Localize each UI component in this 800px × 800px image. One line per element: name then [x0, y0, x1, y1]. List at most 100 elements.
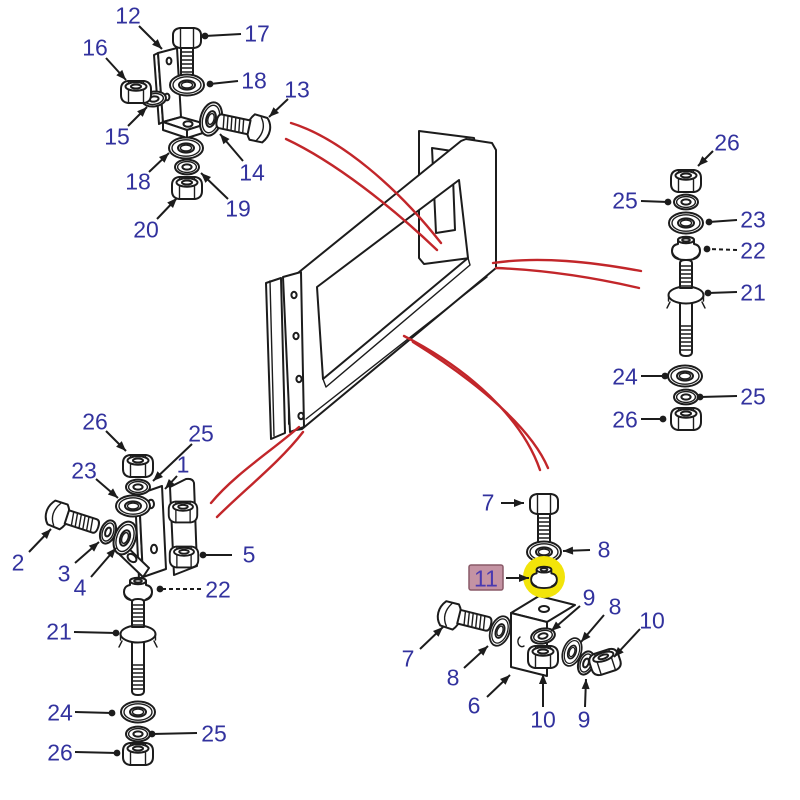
- part-label-6-39[interactable]: 6: [468, 674, 511, 718]
- washer-24-left: [120, 700, 156, 724]
- svg-text:10: 10: [530, 706, 556, 732]
- part-label-25-29[interactable]: 25: [148, 720, 227, 746]
- part-label-9-41[interactable]: 9: [578, 678, 591, 732]
- highlight-box: [468, 564, 504, 591]
- part-label-25-19[interactable]: 25: [152, 420, 214, 482]
- part-label-25-11[interactable]: 25: [612, 187, 672, 213]
- part-label-26-10[interactable]: 26: [697, 129, 740, 167]
- part-label-8-32[interactable]: 8: [562, 536, 610, 562]
- washer-25-top: [673, 193, 699, 211]
- stud-21-left: [118, 598, 158, 696]
- part-label-3-23[interactable]: 3: [58, 541, 100, 586]
- part-label-20-9[interactable]: 20: [133, 197, 178, 242]
- nut-26-bottom: [670, 407, 702, 431]
- svg-text:25: 25: [201, 720, 227, 746]
- svg-text:2: 2: [12, 549, 25, 575]
- washer-24: [667, 364, 703, 388]
- part-label-9-34[interactable]: 9: [550, 584, 596, 632]
- nut-26-left-bottom: [122, 742, 154, 766]
- bolt-2: [41, 498, 103, 542]
- part-label-21-14[interactable]: 21: [704, 279, 766, 305]
- svg-text:11: 11: [474, 565, 498, 591]
- svg-text:23: 23: [740, 206, 766, 232]
- washer-25-left: [125, 478, 151, 496]
- svg-text:5: 5: [243, 541, 256, 567]
- part-label-12-0[interactable]: 12: [115, 2, 163, 50]
- part-label-4-24[interactable]: 4: [74, 547, 117, 600]
- svg-text:12: 12: [115, 2, 141, 28]
- part-label-23-12[interactable]: 23: [705, 206, 766, 232]
- part-label-18-3[interactable]: 18: [206, 67, 267, 93]
- bush-22-left: [123, 576, 153, 602]
- part-label-26-18[interactable]: 26: [82, 408, 127, 452]
- svg-text:24: 24: [47, 699, 73, 725]
- part-label-16-2[interactable]: 16: [82, 34, 127, 81]
- washer-18-lower: [168, 136, 204, 160]
- bush-22: [671, 235, 701, 261]
- bolt-7-top: [529, 493, 559, 546]
- part-label-11-33[interactable]: 11: [468, 564, 529, 591]
- svg-text:25: 25: [188, 420, 214, 446]
- svg-text:4: 4: [74, 574, 87, 600]
- bracket-assembly-left: [41, 454, 200, 602]
- svg-text:7: 7: [482, 489, 495, 515]
- washer-19: [174, 158, 200, 176]
- svg-text:22: 22: [205, 576, 231, 602]
- frame-left-flange: [265, 271, 305, 440]
- svg-text:3: 3: [58, 560, 71, 586]
- svg-text:26: 26: [612, 406, 638, 432]
- part-label-14-6[interactable]: 14: [219, 133, 265, 185]
- svg-text:10: 10: [639, 607, 665, 633]
- nut-plate-5: [167, 477, 200, 576]
- washer-25-left-bottom: [125, 725, 151, 743]
- svg-text:1: 1: [177, 451, 190, 477]
- svg-text:26: 26: [82, 408, 108, 434]
- part-label-24-15[interactable]: 24: [612, 363, 669, 389]
- nut-10-front: [527, 645, 559, 669]
- part-label-24-28[interactable]: 24: [47, 699, 116, 725]
- part-label-22-13[interactable]: 22: [703, 237, 766, 263]
- nut-16: [120, 80, 152, 104]
- frame-main-plate: [287, 138, 497, 431]
- svg-text:25: 25: [740, 383, 766, 409]
- part-label-10-36[interactable]: 10: [613, 607, 665, 658]
- svg-text:6: 6: [468, 692, 481, 718]
- svg-text:17: 17: [244, 20, 270, 46]
- part-label-18-7[interactable]: 18: [125, 152, 170, 194]
- svg-text:7: 7: [402, 645, 415, 671]
- part-label-22-26[interactable]: 22: [156, 576, 231, 602]
- part-label-7-31[interactable]: 7: [482, 489, 524, 515]
- nut-20: [171, 176, 203, 200]
- svg-text:14: 14: [239, 159, 265, 185]
- bolt-7-side: [434, 599, 495, 640]
- part-label-8-35[interactable]: 8: [580, 593, 621, 643]
- part-label-21-27[interactable]: 21: [46, 618, 120, 644]
- part-label-2-22[interactable]: 2: [12, 528, 52, 575]
- part-label-17-1[interactable]: 17: [201, 20, 270, 46]
- svg-text:18: 18: [125, 168, 151, 194]
- frame-bracket: [265, 130, 497, 440]
- part-label-23-20[interactable]: 23: [71, 457, 119, 499]
- svg-text:25: 25: [612, 187, 638, 213]
- part-label-26-17[interactable]: 26: [612, 406, 667, 432]
- nut-26-left: [122, 454, 154, 478]
- stud-assembly-bottom-left: [118, 598, 158, 766]
- part-label-8-38[interactable]: 8: [447, 645, 489, 690]
- part-label-26-30[interactable]: 26: [47, 739, 121, 765]
- part-label-1-21[interactable]: 1: [164, 451, 190, 490]
- bracket-assembly-top-left: [120, 27, 274, 200]
- part-label-15-5[interactable]: 15: [104, 106, 148, 149]
- svg-text:24: 24: [612, 363, 638, 389]
- part-label-25-16[interactable]: 25: [696, 383, 766, 409]
- part-label-10-40[interactable]: 10: [530, 674, 556, 732]
- stud-21: [666, 259, 706, 357]
- washer-23-left: [115, 494, 151, 518]
- svg-text:20: 20: [133, 216, 159, 242]
- part-label-5-25[interactable]: 5: [199, 541, 256, 567]
- svg-text:26: 26: [47, 739, 73, 765]
- svg-text:9: 9: [583, 584, 596, 610]
- part-label-19-8[interactable]: 19: [200, 172, 251, 221]
- part-label-13-4[interactable]: 13: [268, 76, 310, 118]
- part-label-7-37[interactable]: 7: [402, 626, 444, 671]
